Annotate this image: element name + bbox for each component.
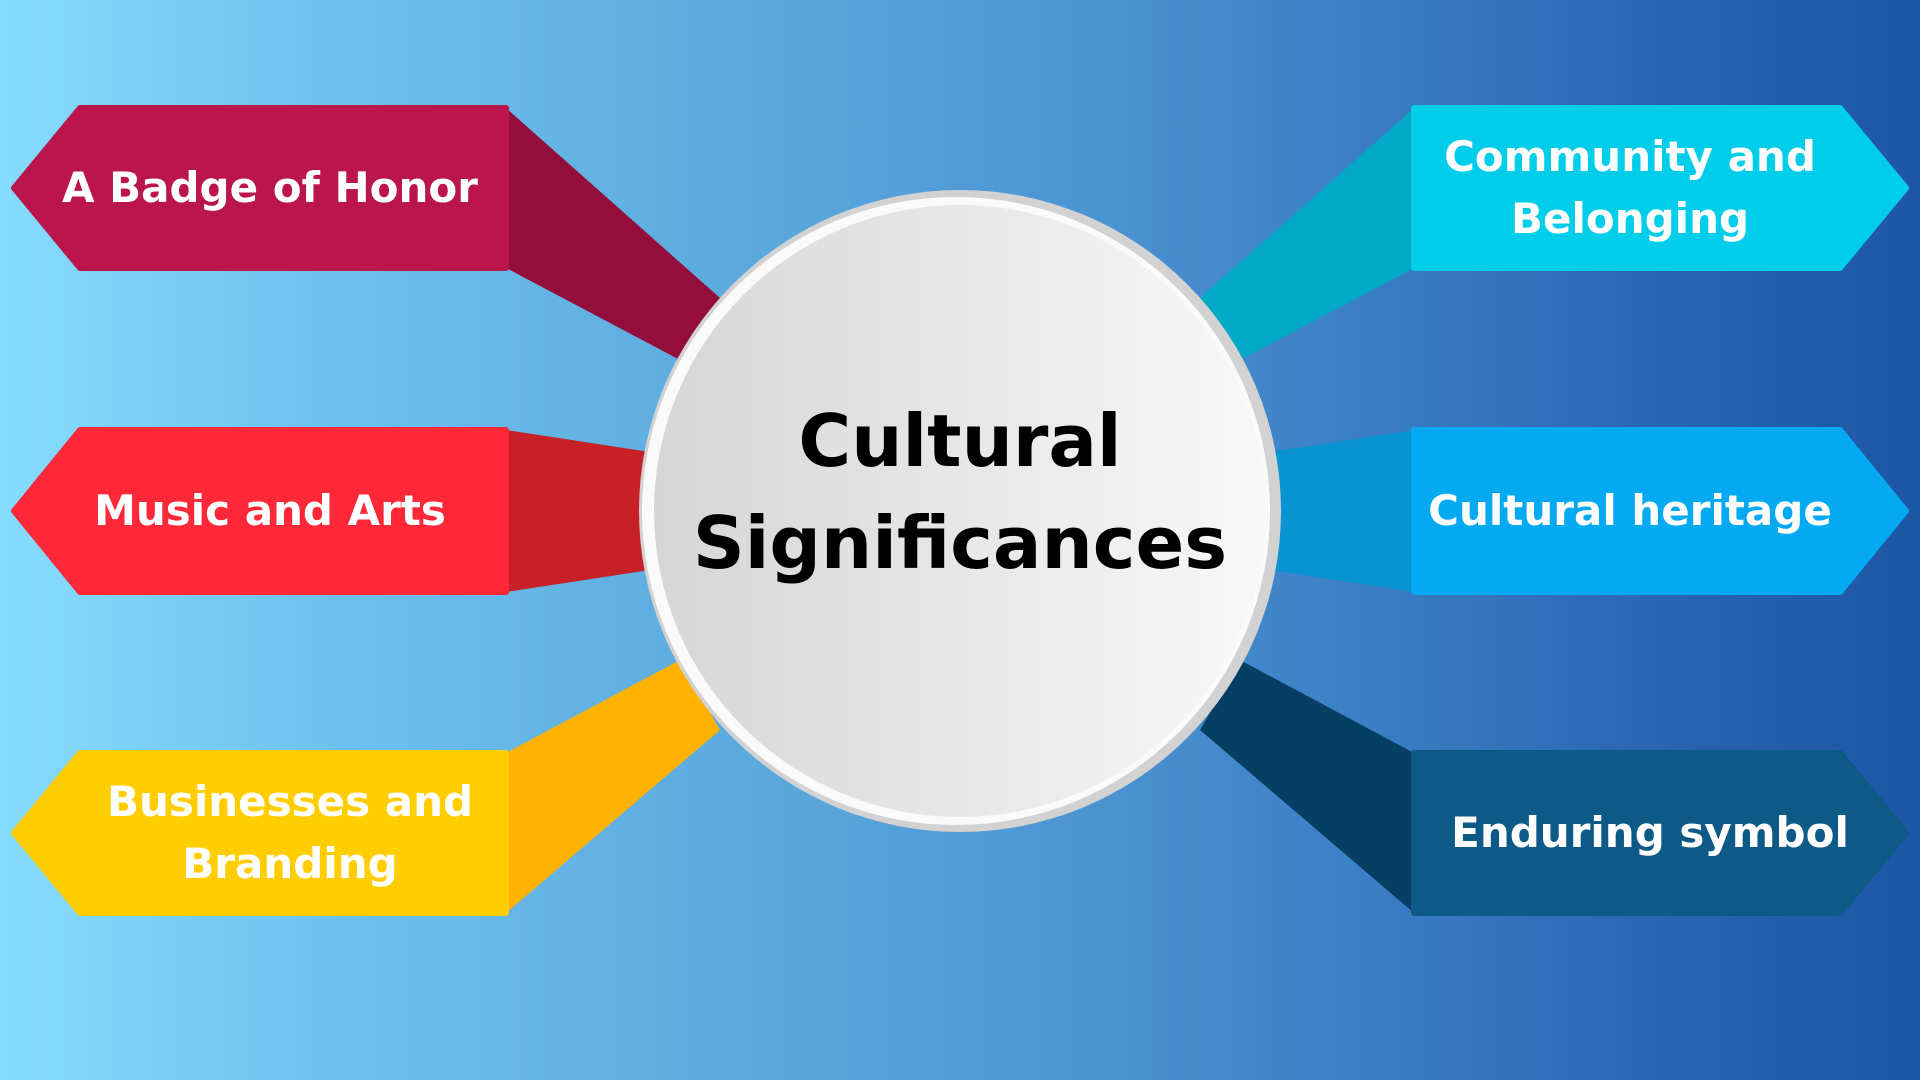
- connector-badge-of-honor: [506, 108, 720, 360]
- connector-community-and-belonging: [1200, 108, 1414, 360]
- label-text-line-1: Community and: [1444, 132, 1816, 181]
- connector-cultural-heritage: [1270, 430, 1414, 592]
- label-text-line-2: Branding: [182, 839, 398, 888]
- center-circle: [654, 205, 1266, 817]
- connector-music-and-arts: [506, 430, 650, 592]
- label-text-line-1: Businesses and: [106, 777, 474, 826]
- label-text: Enduring symbol: [1451, 808, 1849, 857]
- box-badge-of-honor: [11, 105, 509, 271]
- label-music-and-arts: Music and Arts: [60, 430, 480, 592]
- box-enduring-symbol: [1411, 750, 1909, 916]
- label-community-and-belonging: Community and Belonging: [1420, 108, 1840, 268]
- label-text: Music and Arts: [94, 486, 446, 535]
- connector-businesses-and-branding: [506, 660, 720, 913]
- center-title-line-1: Cultural: [798, 399, 1122, 483]
- center-title-line-2: Significances: [692, 501, 1228, 585]
- box-music-and-arts: [11, 427, 509, 595]
- label-badge-of-honor: A Badge of Honor: [60, 108, 480, 268]
- label-text: A Badge of Honor: [62, 163, 478, 212]
- center-title: Cultural Significances: [660, 390, 1260, 594]
- connector-enduring-symbol: [1200, 660, 1414, 913]
- box-community-and-belonging: [1411, 105, 1909, 271]
- label-businesses-and-branding: Businesses and Branding: [80, 753, 500, 913]
- box-cultural-heritage: [1411, 427, 1909, 595]
- label-cultural-heritage: Cultural heritage: [1420, 430, 1840, 592]
- label-text: Cultural heritage: [1428, 486, 1832, 535]
- box-businesses-and-branding: [11, 750, 509, 916]
- label-text-line-2: Belonging: [1510, 194, 1750, 243]
- label-enduring-symbol: Enduring symbol: [1440, 753, 1860, 913]
